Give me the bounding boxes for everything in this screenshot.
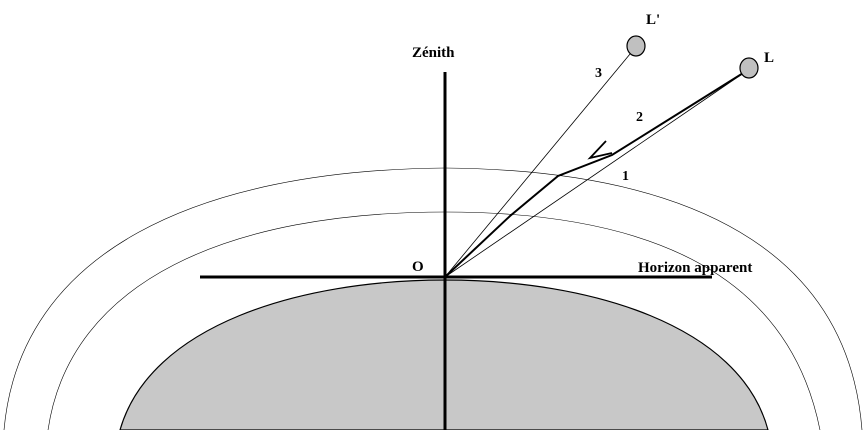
star-apparent-label: L' — [646, 12, 660, 28]
star-true-label: L — [764, 50, 774, 66]
ray-1-true-direction — [444, 69, 749, 278]
ray-3-label: 3 — [595, 66, 602, 81]
ray-3-apparent-direction — [444, 47, 636, 278]
zenith-label: Zénith — [412, 45, 455, 61]
ray-2-label: 2 — [636, 110, 643, 125]
ray-2-refracted-path — [444, 69, 749, 278]
star-apparent-position — [626, 35, 646, 57]
star-true-position — [739, 57, 759, 79]
origin-label: O — [412, 259, 424, 275]
ray-2-arrow-head — [587, 140, 613, 160]
horizon-label: Horizon apparent — [638, 260, 752, 276]
ray-1-label: 1 — [622, 169, 629, 184]
